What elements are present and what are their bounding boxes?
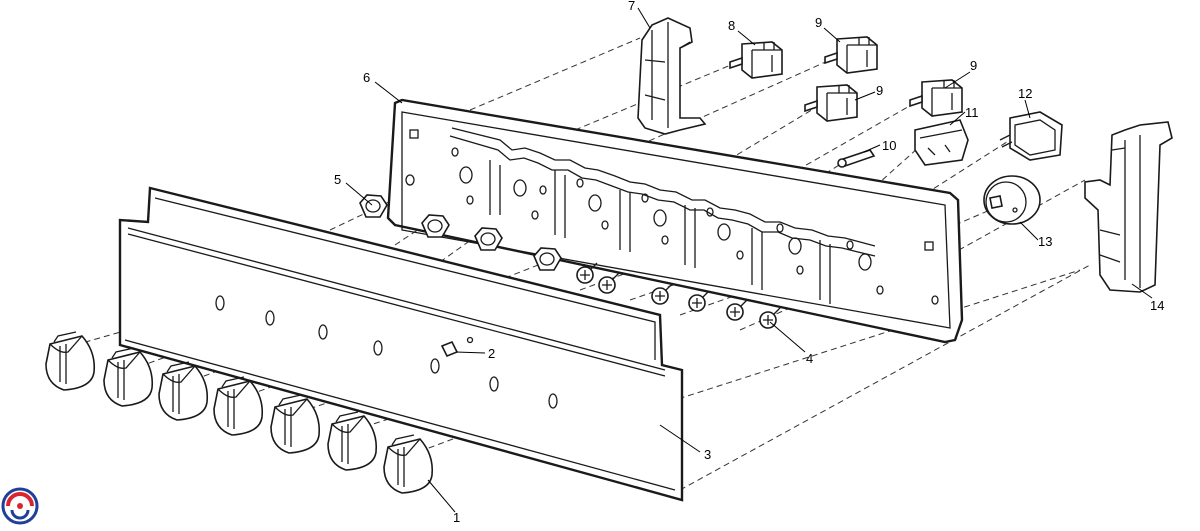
callout-8: 8 xyxy=(728,18,735,33)
screw xyxy=(759,307,781,329)
switch-8 xyxy=(729,41,783,79)
callout-2: 2 xyxy=(488,346,495,361)
knob xyxy=(103,347,154,407)
callout-6: 6 xyxy=(363,70,370,85)
knob xyxy=(270,394,321,454)
front-fascia-3 xyxy=(118,186,684,502)
pin-10 xyxy=(837,149,876,168)
control-panel-6 xyxy=(386,98,964,344)
control-knobs-1 xyxy=(45,331,434,494)
timer-13 xyxy=(983,175,1041,225)
knob xyxy=(158,361,209,421)
panel-holes xyxy=(405,129,939,305)
hex-nut xyxy=(421,214,450,238)
rocker-switch-12 xyxy=(999,111,1063,161)
callout-4: 4 xyxy=(806,351,813,366)
switch-9c xyxy=(909,79,963,117)
hex-nut xyxy=(474,227,503,251)
brand-logo xyxy=(1,487,39,525)
screw xyxy=(651,283,673,305)
knob xyxy=(213,376,264,436)
callout-3: 3 xyxy=(704,447,711,462)
knob xyxy=(45,331,96,391)
callout-5: 5 xyxy=(334,172,341,187)
callout-9c: 9 xyxy=(970,58,977,73)
callout-labels: 1 2 3 4 5 6 7 8 9 9 9 10 11 12 13 14 xyxy=(334,0,1164,525)
rotary-switches xyxy=(729,36,963,122)
knob xyxy=(327,411,378,471)
terminal-block-11 xyxy=(914,119,969,166)
fascia-holes xyxy=(215,295,558,409)
bracket-14 xyxy=(1084,121,1173,293)
callout-9a: 9 xyxy=(815,15,822,30)
callout-10: 10 xyxy=(882,138,896,153)
callout-11: 11 xyxy=(965,105,979,120)
screw xyxy=(598,272,620,294)
callout-14: 14 xyxy=(1150,298,1164,313)
callout-9b: 9 xyxy=(876,83,883,98)
nuts-5 xyxy=(359,194,562,271)
bracket-7 xyxy=(637,17,707,135)
callout-1: 1 xyxy=(453,510,460,525)
callout-13: 13 xyxy=(1038,234,1052,249)
leader-lines xyxy=(345,7,1153,513)
switch-9b xyxy=(804,84,858,122)
callout-12: 12 xyxy=(1018,86,1032,101)
screw xyxy=(688,290,710,312)
callout-7: 7 xyxy=(628,0,635,13)
hex-nut xyxy=(533,247,562,271)
screw xyxy=(726,299,748,321)
knob xyxy=(383,434,434,494)
switch-9a xyxy=(824,36,878,74)
screw xyxy=(576,262,598,284)
screws-4 xyxy=(576,262,781,329)
